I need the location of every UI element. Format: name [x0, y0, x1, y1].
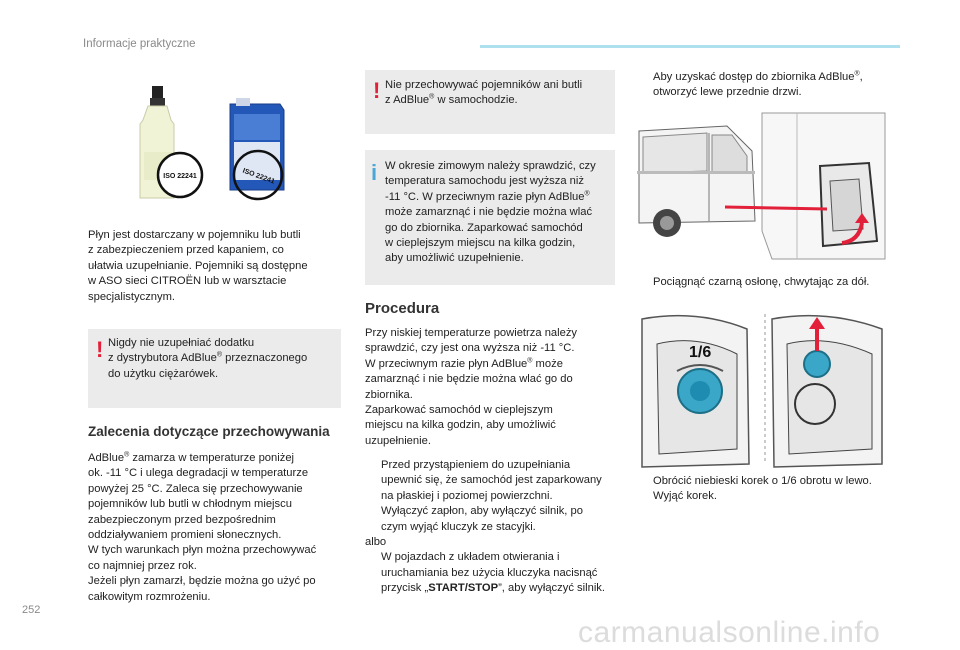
watermark: carmanualsonline.info: [578, 616, 881, 649]
procedure-heading: Procedura: [365, 300, 440, 317]
van-door-illustration: [637, 111, 887, 261]
step-pull-cover: Pociągnąć czarną osłonę, chwytając za dó…: [653, 276, 870, 288]
header-accent-bar: [480, 45, 900, 48]
page-number: 252: [22, 604, 41, 616]
warning-icon: !: [373, 78, 381, 103]
warning-icon: !: [96, 337, 104, 362]
cap-steps: Obrócić niebieski korek o 1/6 obrotu w l…: [637, 474, 897, 505]
rotation-fraction-label: 1/6: [689, 344, 711, 361]
step-ignition-off: Wyłączyć zapłon, aby wyłączyć silnik, po…: [381, 505, 583, 533]
step-open-door: Aby uzyskać dostęp do zbiornika AdBlue®,…: [653, 70, 863, 99]
step-parking: Przed przystąpieniem do uzupełniania upe…: [381, 459, 602, 502]
container-description: Płyn jest dostarczany w pojemniku lub bu…: [88, 229, 308, 303]
step-start-stop: W pojazdach z układem otwierania i uruch…: [381, 551, 606, 595]
iso-label-bottle: ISO 22241: [163, 173, 197, 180]
storage-text: AdBlue® zamarza w temperaturze poniżej o…: [88, 451, 317, 603]
procedure-text: Przy niskiej temperaturze powietrza nale…: [365, 327, 578, 447]
procedure-steps: Przed przystąpieniem do uzupełniania upe…: [365, 458, 620, 597]
info-box-winter: i W okresie zimowym należy sprawdzić, cz…: [365, 150, 615, 285]
warning-box-storage: ! Nie przechowywać pojemników ani butli …: [365, 70, 615, 134]
storage-heading: Zalecenia dotyczące przechowywania: [88, 424, 330, 439]
warning-box-truck-dispenser: ! Nigdy nie uzupełniać dodatku z dystryb…: [88, 329, 341, 408]
adblue-containers-illustration: ISO 22241 ISO 22241: [130, 80, 310, 205]
filler-cap-illustration: 1/6: [637, 309, 887, 469]
step-turn-cap: Obrócić niebieski korek o 1/6 obrotu w l…: [653, 475, 872, 487]
step-remove-cap: Wyjąć korek.: [653, 490, 717, 503]
albo-text: albo: [365, 536, 387, 549]
info-icon: i: [371, 160, 378, 185]
section-header: Informacje praktyczne: [83, 38, 196, 50]
